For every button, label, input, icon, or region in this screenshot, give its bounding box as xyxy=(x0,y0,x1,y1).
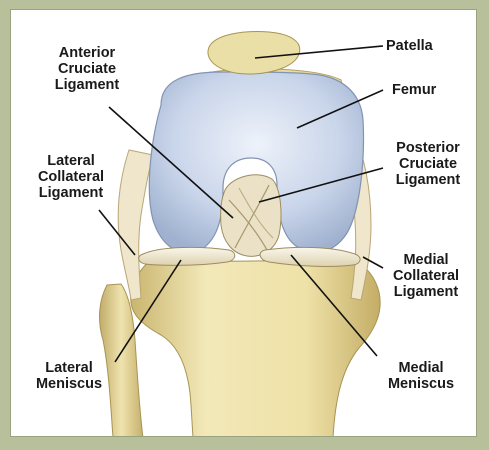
label-lateral-meniscus: Lateral Meniscus xyxy=(19,360,119,392)
label-lateral-collateral-ligament: Lateral Collateral Ligament xyxy=(21,153,121,201)
label-anterior-cruciate-ligament: Anterior Cruciate Ligament xyxy=(31,45,143,93)
tibia-bone xyxy=(131,260,380,437)
label-posterior-cruciate-ligament: Posterior Cruciate Ligament xyxy=(373,140,477,188)
label-femur: Femur xyxy=(392,82,436,98)
lateral-meniscus-shape xyxy=(139,247,235,265)
diagram-panel: Patella Femur Anterior Cruciate Ligament… xyxy=(10,9,477,437)
label-patella: Patella xyxy=(386,38,433,54)
label-medial-collateral-ligament: Medial Collateral Ligament xyxy=(371,252,477,300)
patella-bone xyxy=(208,32,300,74)
label-medial-meniscus: Medial Meniscus xyxy=(371,360,471,392)
